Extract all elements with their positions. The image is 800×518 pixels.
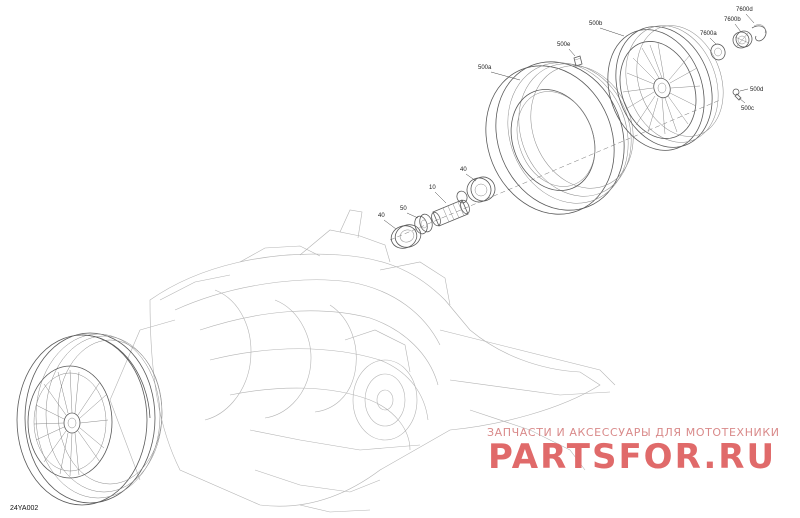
callout-500c: 500c <box>741 106 754 112</box>
rear-wheel-rim <box>607 25 724 151</box>
callout-500d: 500d <box>750 87 763 93</box>
spacer <box>414 213 433 235</box>
callout-10: 10 <box>429 185 436 191</box>
callout-labels: 40 50 10 40 500a 500e 500b 7600a 7600b 7… <box>378 7 763 219</box>
callout-7600a: 7600a <box>700 31 717 37</box>
callout-500a: 500a <box>478 65 492 71</box>
retaining-clip <box>751 24 767 42</box>
front-left-wheel <box>16 332 163 506</box>
bearing-right <box>466 176 496 203</box>
axle-shaft <box>431 190 470 227</box>
vehicle-frame-sketch <box>109 209 616 513</box>
callout-7600d: 7600d <box>736 7 753 13</box>
watermark: ЗАПЧАСТИ И АКСЕССУАРЫ ДЛЯ МОТОТЕХНИКИ PA… <box>487 426 780 477</box>
hub-nut <box>732 30 753 49</box>
callout-40-left: 40 <box>378 213 385 219</box>
watermark-brand: PARTSFOR.RU <box>488 437 776 477</box>
hub-seal <box>710 43 726 61</box>
callout-500e: 500e <box>557 42 571 48</box>
leader-lines <box>383 13 755 230</box>
axle-centerline <box>389 99 721 241</box>
valve-stem <box>573 55 583 67</box>
callout-50: 50 <box>400 206 407 212</box>
bearing-left <box>390 224 422 249</box>
callout-40-right: 40 <box>460 167 467 173</box>
watermark-tagline: ЗАПЧАСТИ И АКСЕССУАРЫ ДЛЯ МОТОТЕХНИКИ <box>487 426 780 439</box>
wheel-bolt <box>732 88 742 101</box>
callout-500b: 500b <box>589 21 603 27</box>
diagram-reference-code: 24YA002 <box>10 505 38 512</box>
rear-tire <box>485 61 634 215</box>
callout-7600b: 7600b <box>724 17 741 23</box>
